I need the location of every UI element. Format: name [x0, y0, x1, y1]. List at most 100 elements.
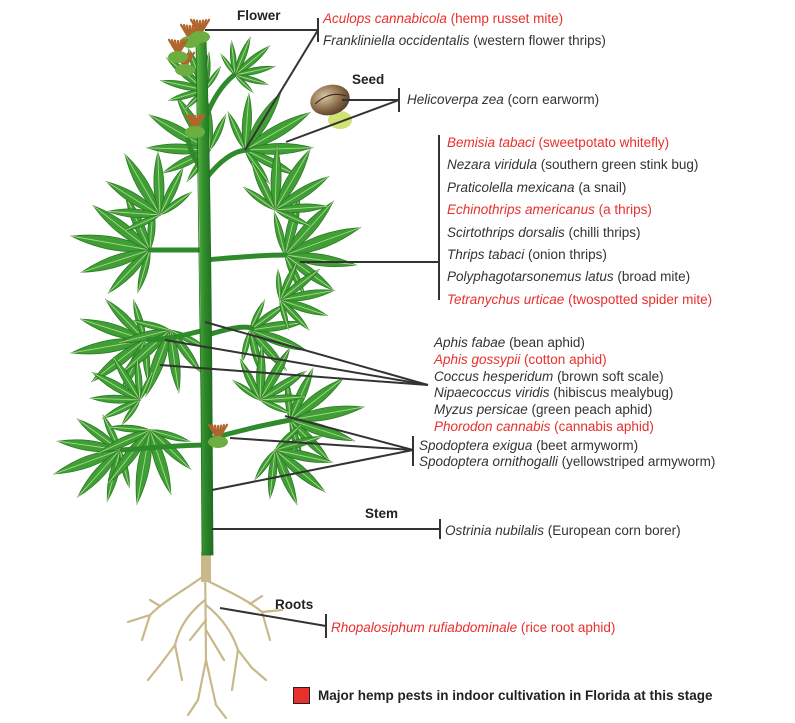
pest-common-name: (yellowstriped armyworm) [558, 454, 716, 469]
seed-part-label: Seed [352, 72, 384, 87]
flower-bud [185, 126, 205, 138]
pest-common-name: (sweetpotato whitefly) [535, 135, 669, 150]
pest-scientific-name: Tetranychus urticae [447, 292, 564, 307]
root [232, 650, 238, 690]
root-crown [201, 552, 211, 582]
pest-scientific-name: Scirtothrips dorsalis [447, 225, 565, 240]
pest-scientific-name: Helicoverpa zea [407, 92, 504, 107]
roots-part-label: Roots [275, 597, 313, 612]
pest-label: Thrips tabaci (onion thrips) [447, 247, 607, 262]
pest-common-name: (twospotted spider mite) [564, 292, 712, 307]
stem-part-label: Stem [365, 506, 398, 521]
pest-label: Bemisia tabaci (sweetpotato whitefly) [447, 135, 669, 150]
pest-label: Frankliniella occidentalis (western flow… [323, 33, 606, 48]
pest-label: Coccus hesperidum (brown soft scale) [434, 369, 664, 384]
pest-common-name: (chilli thrips) [565, 225, 641, 240]
branch [205, 255, 285, 260]
pest-label: Nezara viridula (southern green stink bu… [447, 157, 698, 172]
pest-scientific-name: Nipaecoccus viridis [434, 385, 550, 400]
pest-label: Aphis gossypii (cotton aphid) [434, 352, 607, 367]
root [148, 665, 160, 680]
root [128, 615, 150, 622]
pest-label: Echinothrips americanus (a thrips) [447, 202, 652, 217]
pest-label: Praticolella mexicana (a snail) [447, 180, 626, 195]
pest-scientific-name: Nezara viridula [447, 157, 537, 172]
pest-common-name: (western flower thrips) [469, 33, 606, 48]
pest-scientific-name: Coccus hesperidum [434, 369, 553, 384]
pest-common-name: (green peach aphid) [528, 402, 653, 417]
pest-scientific-name: Bemisia tabaci [447, 135, 535, 150]
flower-bud [190, 31, 210, 43]
pest-scientific-name: Thrips tabaci [447, 247, 524, 262]
pest-scientific-name: Echinothrips americanus [447, 202, 595, 217]
root [216, 705, 226, 718]
pest-label: Spodoptera ornithogalli (yellowstriped a… [419, 454, 715, 469]
root [252, 668, 266, 680]
pest-label: Phorodon cannabis (cannabis aphid) [434, 419, 654, 434]
root [150, 575, 205, 615]
root [175, 645, 182, 680]
pest-label: Tetranychus urticae (twospotted spider m… [447, 292, 712, 307]
pest-label: Ostrinia nubilalis (European corn borer) [445, 523, 681, 538]
pest-common-name: (hibiscus mealybug) [550, 385, 674, 400]
root [206, 630, 224, 660]
root [188, 700, 198, 715]
flower-bud [175, 64, 195, 76]
pest-label: Aculops cannabicola (hemp russet mite) [323, 11, 563, 26]
pest-common-name: (a snail) [575, 180, 627, 195]
pest-label: Rhopalosiphum rufiabdominale (rice root … [331, 620, 615, 635]
pest-scientific-name: Frankliniella occidentalis [323, 33, 469, 48]
pest-common-name: (southern green stink bug) [537, 157, 698, 172]
pest-label: Polyphagotarsonemus latus (broad mite) [447, 269, 690, 284]
pest-scientific-name: Rhopalosiphum rufiabdominale [331, 620, 517, 635]
pest-common-name: (corn earworm) [504, 92, 599, 107]
pest-scientific-name: Spodoptera exigua [419, 438, 532, 453]
legend: Major hemp pests in indoor cultivation i… [293, 687, 713, 704]
pest-scientific-name: Aphis fabae [434, 335, 505, 350]
root [142, 615, 150, 640]
pest-label: Scirtothrips dorsalis (chilli thrips) [447, 225, 641, 240]
pest-label: Nipaecoccus viridis (hibiscus mealybug) [434, 385, 673, 400]
flower-part-label: Flower [237, 8, 281, 23]
pest-scientific-name: Phorodon cannabis [434, 419, 550, 434]
legend-swatch [293, 687, 310, 704]
pest-scientific-name: Spodoptera ornithogalli [419, 454, 558, 469]
pest-common-name: (brown soft scale) [553, 369, 663, 384]
root [238, 650, 252, 668]
pest-scientific-name: Aculops cannabicola [323, 11, 447, 26]
pest-label: Spodoptera exigua (beet armyworm) [419, 438, 638, 453]
pest-common-name: (cannabis aphid) [550, 419, 654, 434]
root [250, 596, 262, 604]
root [190, 620, 206, 640]
pest-common-name: (onion thrips) [524, 247, 607, 262]
pest-label: Helicoverpa zea (corn earworm) [407, 92, 599, 107]
pest-label: Myzus persicae (green peach aphid) [434, 402, 652, 417]
root [206, 605, 238, 650]
root [150, 600, 160, 606]
flower-bud [208, 436, 228, 448]
pest-common-name: (rice root aphid) [517, 620, 615, 635]
root [198, 660, 206, 700]
pest-scientific-name: Ostrinia nubilalis [445, 523, 544, 538]
root [206, 580, 262, 612]
pest-common-name: (a thrips) [595, 202, 652, 217]
pest-common-name: (broad mite) [614, 269, 691, 284]
root [206, 660, 216, 705]
branch [205, 150, 248, 180]
root [160, 645, 175, 665]
pest-common-name: (hemp russet mite) [447, 11, 563, 26]
pest-common-name: (bean aphid) [505, 335, 585, 350]
pest-scientific-name: Polyphagotarsonemus latus [447, 269, 614, 284]
pest-common-name: (European corn borer) [544, 523, 681, 538]
pest-scientific-name: Aphis gossypii [434, 352, 520, 367]
pest-scientific-name: Praticolella mexicana [447, 180, 575, 195]
pest-label: Aphis fabae (bean aphid) [434, 335, 585, 350]
pest-scientific-name: Myzus persicae [434, 402, 528, 417]
legend-label: Major hemp pests in indoor cultivation i… [318, 688, 713, 703]
pest-common-name: (cotton aphid) [520, 352, 606, 367]
roots-drawing [128, 552, 282, 718]
pest-common-name: (beet armyworm) [532, 438, 638, 453]
seed-drawing [307, 80, 353, 129]
